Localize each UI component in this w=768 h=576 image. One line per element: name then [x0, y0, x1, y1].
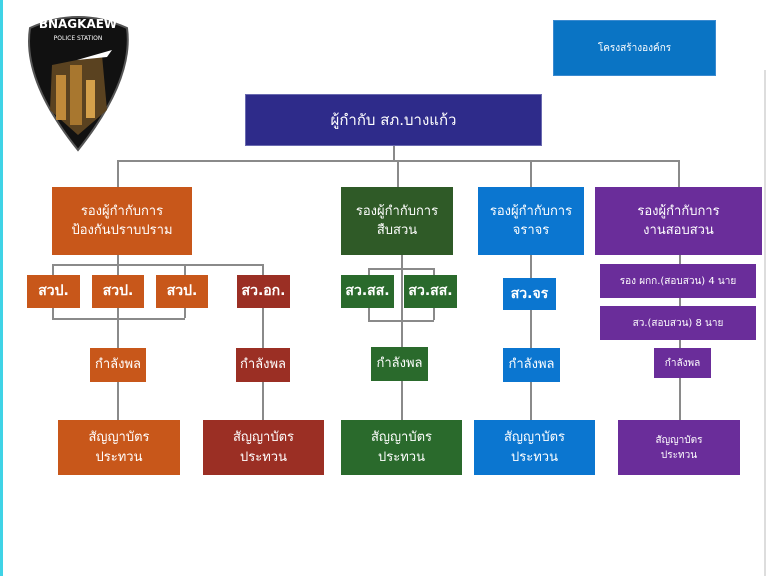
- deputy-dept: จราจร: [512, 223, 550, 238]
- contract-label: ประทวน: [95, 449, 143, 465]
- contract-label: สัญญาบัตร: [655, 434, 703, 446]
- unit-label: สวป.: [38, 283, 69, 299]
- contract-label: ประทวน: [378, 449, 425, 465]
- head-label: ผู้กำกับ สภ.บางแก้ว: [330, 110, 457, 129]
- svg-text:BNAGKAEW: BNAGKAEW: [39, 17, 117, 31]
- connector: [393, 146, 395, 160]
- force-label: กำลังพล: [94, 357, 142, 373]
- connector: [117, 160, 119, 187]
- unit-svp: สวป.: [92, 275, 144, 308]
- deputy-dept: ป้องกันปราบปราม: [71, 223, 173, 238]
- force-box: กำลังพล: [371, 347, 428, 381]
- svg-text:POLICE STATION: POLICE STATION: [54, 35, 103, 42]
- force-label: กำลังพล: [239, 357, 287, 373]
- unit-svjr: สว.จร: [503, 278, 556, 310]
- unit-svss: สว.สส.: [404, 275, 457, 308]
- force-label: กำลังพล: [664, 357, 701, 369]
- connector: [117, 255, 119, 420]
- contract-box: สัญญาบัตรประทวน: [341, 420, 462, 475]
- deputy-label: รองผู้กำกับการ: [80, 203, 164, 219]
- contract-label: สัญญาบัตร: [232, 430, 295, 445]
- force-box: กำลังพล: [236, 348, 290, 382]
- unit-svss: สว.สส.: [341, 275, 394, 308]
- connector: [368, 320, 434, 322]
- connector: [401, 255, 403, 420]
- unit-label: รอง ผกก.(สอบสวน) 4 นาย: [619, 275, 737, 287]
- deputy-prevention: รองผู้กำกับการป้องกันปราบปราม: [52, 187, 192, 255]
- org-structure-badge[interactable]: โครงสร้างองค์กร: [553, 20, 716, 76]
- unit-label: สว.อก.: [241, 283, 286, 299]
- deputy-dept: งานสอบสวน: [643, 223, 714, 238]
- contract-label: สัญญาบัตร: [370, 430, 433, 445]
- contract-box: สัญญาบัตรประทวน: [58, 420, 180, 475]
- deputy-label: รองผู้กำกับการ: [355, 203, 439, 219]
- force-box: กำลังพล: [503, 348, 560, 382]
- deputy-label: รองผู้กำกับการ: [637, 203, 720, 219]
- police-logo: BNAGKAEW POLICE STATION: [22, 10, 135, 152]
- deputy-traffic: รองผู้กำกับการจราจร: [478, 187, 584, 255]
- contract-label: ประทวน: [660, 449, 698, 461]
- unit-label: สวป.: [102, 283, 134, 299]
- connector: [678, 160, 680, 187]
- deputy-dept: สืบสวน: [376, 223, 418, 238]
- force-box: กำลังพล: [654, 348, 711, 378]
- force-box: กำลังพล: [90, 348, 146, 382]
- unit-label: สวป.: [166, 283, 198, 299]
- connector: [530, 255, 532, 420]
- unit-inquiry-deputy: รอง ผกก.(สอบสวน) 4 นาย: [600, 264, 756, 298]
- unit-svok: สว.อก.: [237, 275, 290, 308]
- unit-svp: สวป.: [156, 275, 208, 308]
- superintendent-box: ผู้กำกับ สภ.บางแก้ว: [245, 94, 542, 146]
- right-border: [764, 70, 766, 576]
- unit-label: สว.สส.: [345, 283, 390, 299]
- connector: [52, 264, 262, 266]
- left-border: [0, 0, 3, 576]
- connector: [397, 160, 399, 187]
- connector: [530, 160, 532, 187]
- contract-box: สัญญาบัตรประทวน: [618, 420, 740, 475]
- unit-inquiry-officer: สว.(สอบสวน) 8 นาย: [600, 306, 756, 340]
- contract-box: สัญญาบัตรประทวน: [474, 420, 595, 475]
- badge-label: โครงสร้างองค์กร: [597, 42, 672, 54]
- connector: [52, 318, 185, 320]
- contract-label: ประทวน: [240, 449, 287, 465]
- force-label: กำลังพล: [508, 357, 555, 373]
- deputy-investigation: รองผู้กำกับการสืบสวน: [341, 187, 453, 255]
- force-label: กำลังพล: [376, 356, 423, 372]
- connector: [262, 264, 264, 420]
- unit-label: สว.สส.: [408, 283, 453, 299]
- contract-label: สัญญาบัตร: [503, 430, 566, 445]
- contract-label: สัญญาบัตร: [88, 430, 150, 445]
- deputy-label: รองผู้กำกับการ: [489, 203, 573, 219]
- contract-label: ประทวน: [511, 449, 558, 465]
- connector: [368, 268, 434, 270]
- contract-box: สัญญาบัตรประทวน: [203, 420, 324, 475]
- deputy-inquiry: รองผู้กำกับการงานสอบสวน: [595, 187, 762, 255]
- unit-label: สว.จร: [510, 285, 549, 302]
- unit-label: สว.(สอบสวน) 8 นาย: [632, 317, 724, 329]
- unit-svp: สวป.: [27, 275, 80, 308]
